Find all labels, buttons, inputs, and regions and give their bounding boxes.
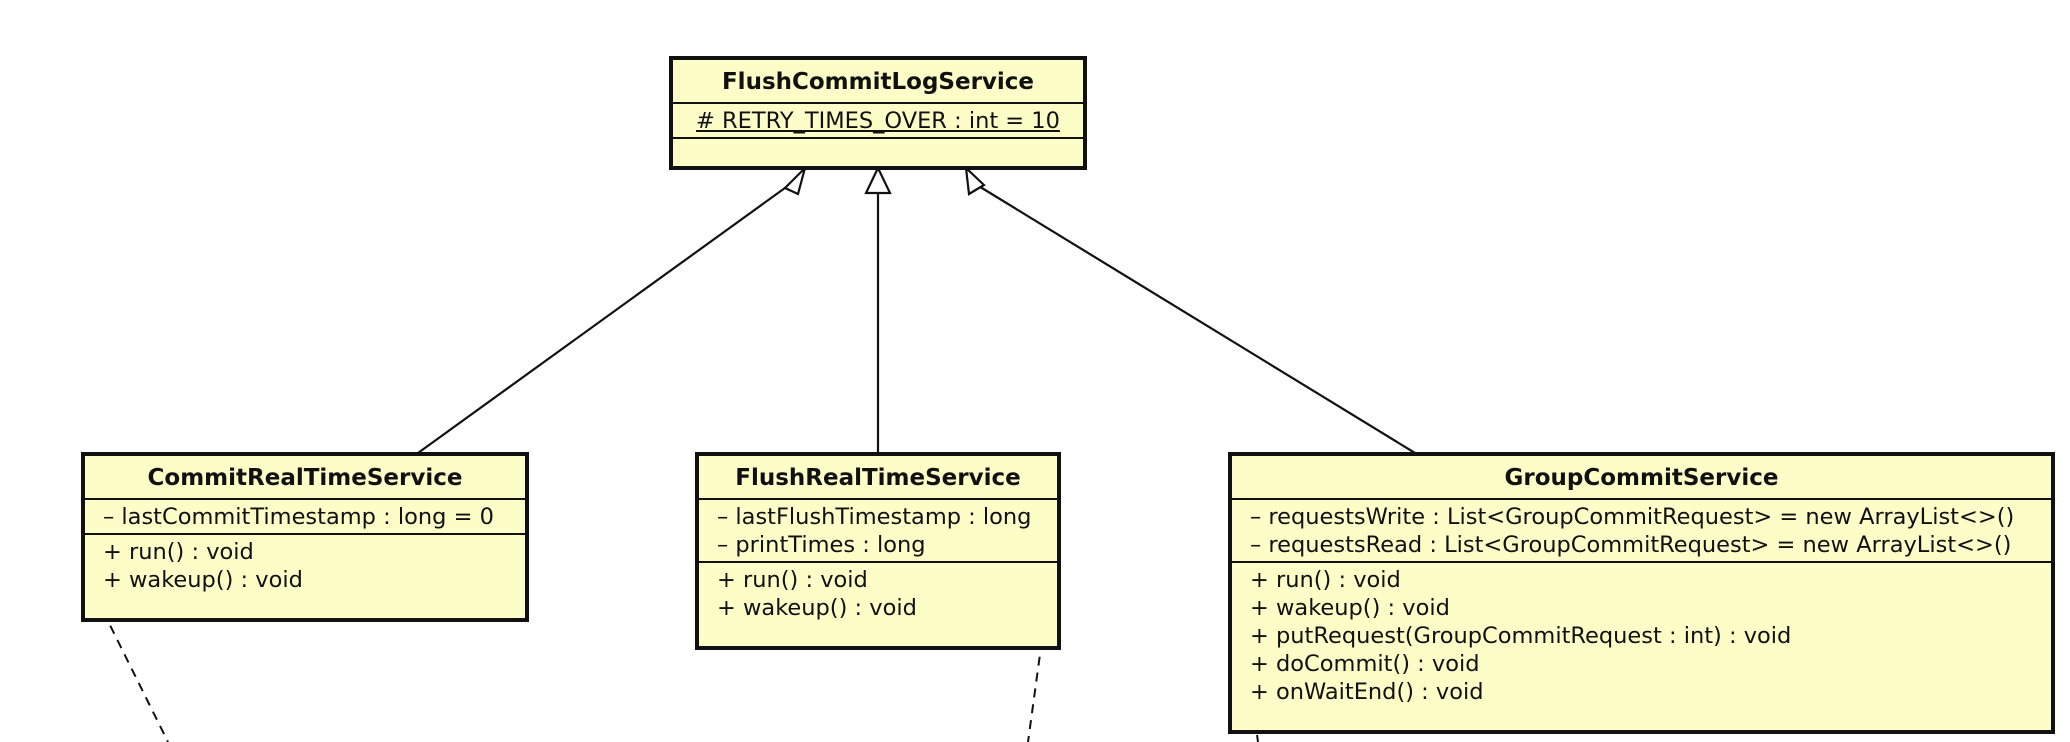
attribute-row: – lastFlushTimestamp : long [717, 504, 1032, 530]
class-commit-real-time-service[interactable]: CommitRealTimeService – lastCommitTimest… [81, 452, 529, 622]
attributes-section: # RETRY_TIMES_OVER : int = 10 [673, 102, 1083, 137]
class-name: CommitRealTimeService [147, 465, 463, 491]
class-group-commit-service[interactable]: GroupCommitService – requestsWrite : Lis… [1228, 452, 2055, 734]
attribute-row: # RETRY_TIMES_OVER : int = 10 [696, 108, 1060, 134]
operation-row: + run() : void [1250, 567, 1401, 593]
generalization-arrowhead-commit [783, 164, 808, 196]
generalization-line-commit [417, 179, 797, 454]
operations-section [673, 137, 1083, 157]
attributes-section: – lastFlushTimestamp : long – printTimes… [699, 498, 1057, 561]
operation-row: + wakeup() : void [717, 595, 917, 621]
attribute-row: – printTimes : long [717, 532, 926, 558]
class-flush-real-time-service[interactable]: FlushRealTimeService – lastFlushTimestam… [695, 452, 1061, 650]
operation-row: + run() : void [717, 567, 868, 593]
generalization-line-group [976, 184, 1416, 454]
note-anchor-commit [95, 596, 169, 742]
attributes-section: – lastCommitTimestamp : long = 0 [85, 498, 525, 533]
operations-section: + run() : void + wakeup() : void [85, 533, 525, 596]
operation-row: + onWaitEnd() : void [1250, 679, 1484, 705]
operations-section: + run() : void + wakeup() : void [699, 561, 1057, 624]
class-flush-commit-log-service[interactable]: FlushCommitLogService # RETRY_TIMES_OVER… [669, 56, 1087, 170]
operation-row: + run() : void [103, 539, 254, 565]
attribute-row: – requestsRead : List<GroupCommitRequest… [1250, 532, 2012, 558]
class-name: FlushRealTimeService [735, 465, 1021, 491]
operation-row: + doCommit() : void [1250, 651, 1480, 677]
operation-row: + wakeup() : void [103, 567, 303, 593]
generalization-arrowhead-flush [864, 165, 892, 195]
attributes-section: – requestsWrite : List<GroupCommitReques… [1232, 498, 2051, 561]
operations-section: + run() : void + wakeup() : void + putRe… [1232, 561, 2051, 708]
class-name: GroupCommitService [1504, 465, 1779, 491]
operation-row: + putRequest(GroupCommitRequest : int) :… [1250, 623, 1792, 649]
generalization-arrowhead-group [964, 165, 986, 196]
class-name: FlushCommitLogService [721, 69, 1035, 95]
attribute-row: – requestsWrite : List<GroupCommitReques… [1250, 504, 2015, 530]
operation-row: + wakeup() : void [1250, 595, 1450, 621]
attribute-row: – lastCommitTimestamp : long = 0 [103, 504, 494, 530]
